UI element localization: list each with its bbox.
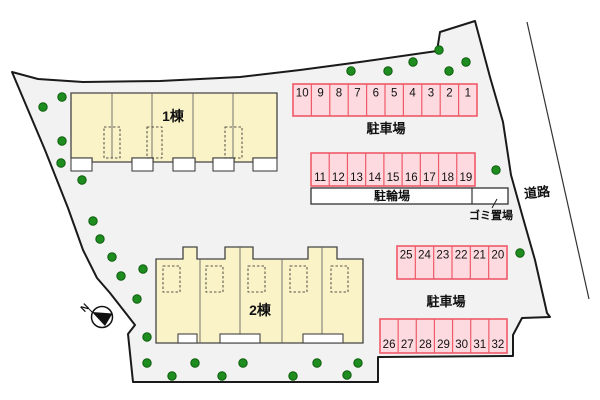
parking-space-number: 32 (492, 339, 505, 351)
building-1-porches (70, 157, 278, 172)
tree-icon (56, 158, 66, 168)
parking-space-number: 2 (446, 88, 452, 100)
parking-space-number: 8 (336, 88, 342, 100)
tree-icon (190, 358, 200, 368)
parking-lot-top-label: 駐車場 (366, 121, 405, 136)
road-label: 道路 (523, 184, 551, 202)
tree-icon (142, 332, 152, 342)
building-2-porches (177, 333, 344, 344)
garbage-label: ゴミ置場 (469, 208, 513, 222)
parking-space-number: 19 (459, 172, 472, 184)
north-compass: N (79, 302, 114, 329)
tree-icon (217, 371, 227, 381)
parking-space-number: 11 (314, 172, 326, 184)
tree-icon (408, 57, 418, 67)
tree-icon (95, 234, 105, 244)
parking-space-number: 28 (419, 339, 432, 351)
parking-space-number: 9 (317, 88, 323, 100)
tree-icon (116, 271, 126, 281)
building-2-body (155, 246, 364, 344)
bicycle-shed: 駐輪場 ゴミ置場 (310, 187, 513, 222)
parking-space-number: 4 (409, 88, 416, 100)
building-1: 1棟 (70, 92, 278, 172)
tree-markers (38, 45, 525, 381)
parking-space-number: 15 (387, 172, 400, 184)
parking-space-number: 18 (441, 172, 454, 184)
tree-icon (515, 248, 525, 258)
building-2: 2棟 (155, 246, 364, 344)
tree-icon (461, 57, 471, 67)
tree-icon (142, 358, 152, 368)
tree-icon (57, 136, 67, 146)
parking-space-number: 20 (491, 250, 504, 262)
parking-space-number: 22 (455, 250, 468, 262)
parking-row-20-25: 25 24 23 22 21 20 (396, 245, 508, 280)
tree-icon (167, 371, 177, 381)
parking-space-number: 6 (373, 88, 379, 100)
parking-space-number: 13 (350, 172, 363, 184)
tree-icon (312, 358, 322, 368)
building-1-stairs (103, 126, 243, 159)
building-2-stairs (162, 265, 349, 293)
building-1-body (70, 92, 278, 163)
parking-space-number: 16 (405, 172, 418, 184)
road-edge-line (526, 21, 590, 300)
parking-lot-bottom-label: 駐車場 (426, 294, 465, 309)
compass-needle-icon (92, 312, 113, 326)
parking-space-number: 7 (354, 88, 360, 100)
parking-space-number: 27 (401, 339, 414, 351)
parking-row-11-19: 11 12 13 14 15 16 17 18 19 (310, 152, 476, 187)
parking-space-number: 3 (428, 88, 434, 100)
tree-icon (57, 92, 67, 102)
tree-icon (342, 370, 352, 380)
tree-icon (383, 66, 393, 76)
tree-icon (132, 294, 142, 304)
building-1-label: 1棟 (162, 108, 185, 124)
north-label: N (79, 302, 92, 315)
tree-icon (238, 358, 248, 368)
parking-space-number: 31 (473, 339, 486, 351)
parking-space-number: 12 (332, 172, 345, 184)
tree-icon (88, 216, 98, 226)
parking-space-number: 26 (383, 339, 396, 351)
parking-row-26-32: 26 27 28 29 30 31 32 (379, 318, 508, 354)
tree-icon (107, 252, 117, 262)
building-2-label: 2棟 (249, 302, 272, 318)
parking-space-number: 17 (423, 172, 436, 184)
tree-icon (346, 66, 356, 76)
parking-space-number: 21 (473, 250, 486, 262)
parking-space-number: 30 (455, 339, 468, 351)
parking-space-number: 23 (436, 250, 449, 262)
parking-space-number: 25 (400, 250, 413, 262)
tree-icon (444, 66, 454, 76)
parking-space-number: 5 (391, 88, 397, 100)
bicycle-label: 駐輪場 (374, 188, 410, 203)
parking-space-number: 24 (418, 250, 431, 262)
tree-icon (353, 358, 363, 368)
tree-icon (434, 45, 444, 55)
tree-icon (491, 165, 501, 175)
tree-icon (138, 264, 148, 274)
tree-icon (77, 175, 87, 185)
garbage-leader-line (491, 198, 498, 209)
parking-space-number: 14 (368, 172, 381, 184)
parking-space-number: 29 (437, 339, 450, 351)
tree-icon (38, 102, 48, 112)
parking-space-number: 10 (296, 88, 309, 100)
parking-space-number: 1 (465, 88, 471, 100)
tree-icon (288, 371, 298, 381)
